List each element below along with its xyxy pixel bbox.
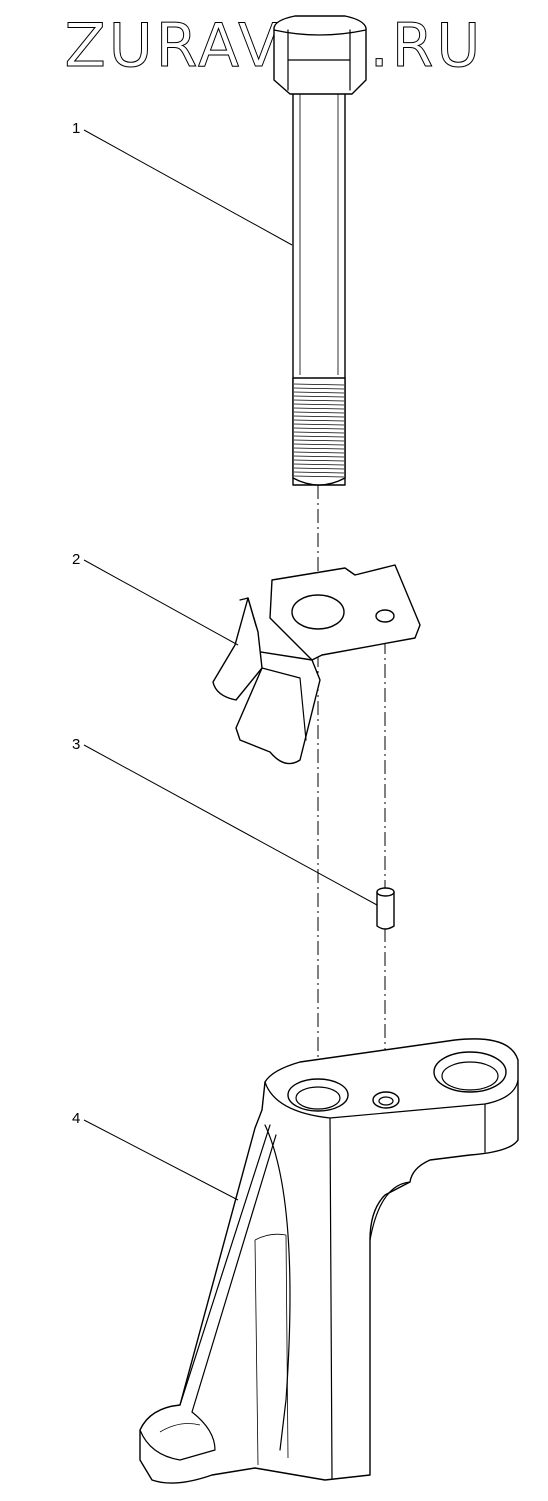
callout-4: 4 <box>72 1110 80 1127</box>
watermark-text: ZURAVTO.RU <box>65 11 484 81</box>
callout-2: 2 <box>72 551 80 568</box>
callout-3: 3 <box>72 736 80 753</box>
callout-1: 1 <box>72 120 80 137</box>
bolt-part <box>273 15 367 486</box>
leader-4 <box>83 1119 239 1201</box>
leader-1 <box>83 129 293 246</box>
mounting-bracket-part <box>139 1038 519 1484</box>
leader-2 <box>83 559 239 646</box>
leader-3 <box>83 744 378 906</box>
clip-bracket-part <box>212 564 421 765</box>
dowel-pin-part <box>376 887 395 930</box>
